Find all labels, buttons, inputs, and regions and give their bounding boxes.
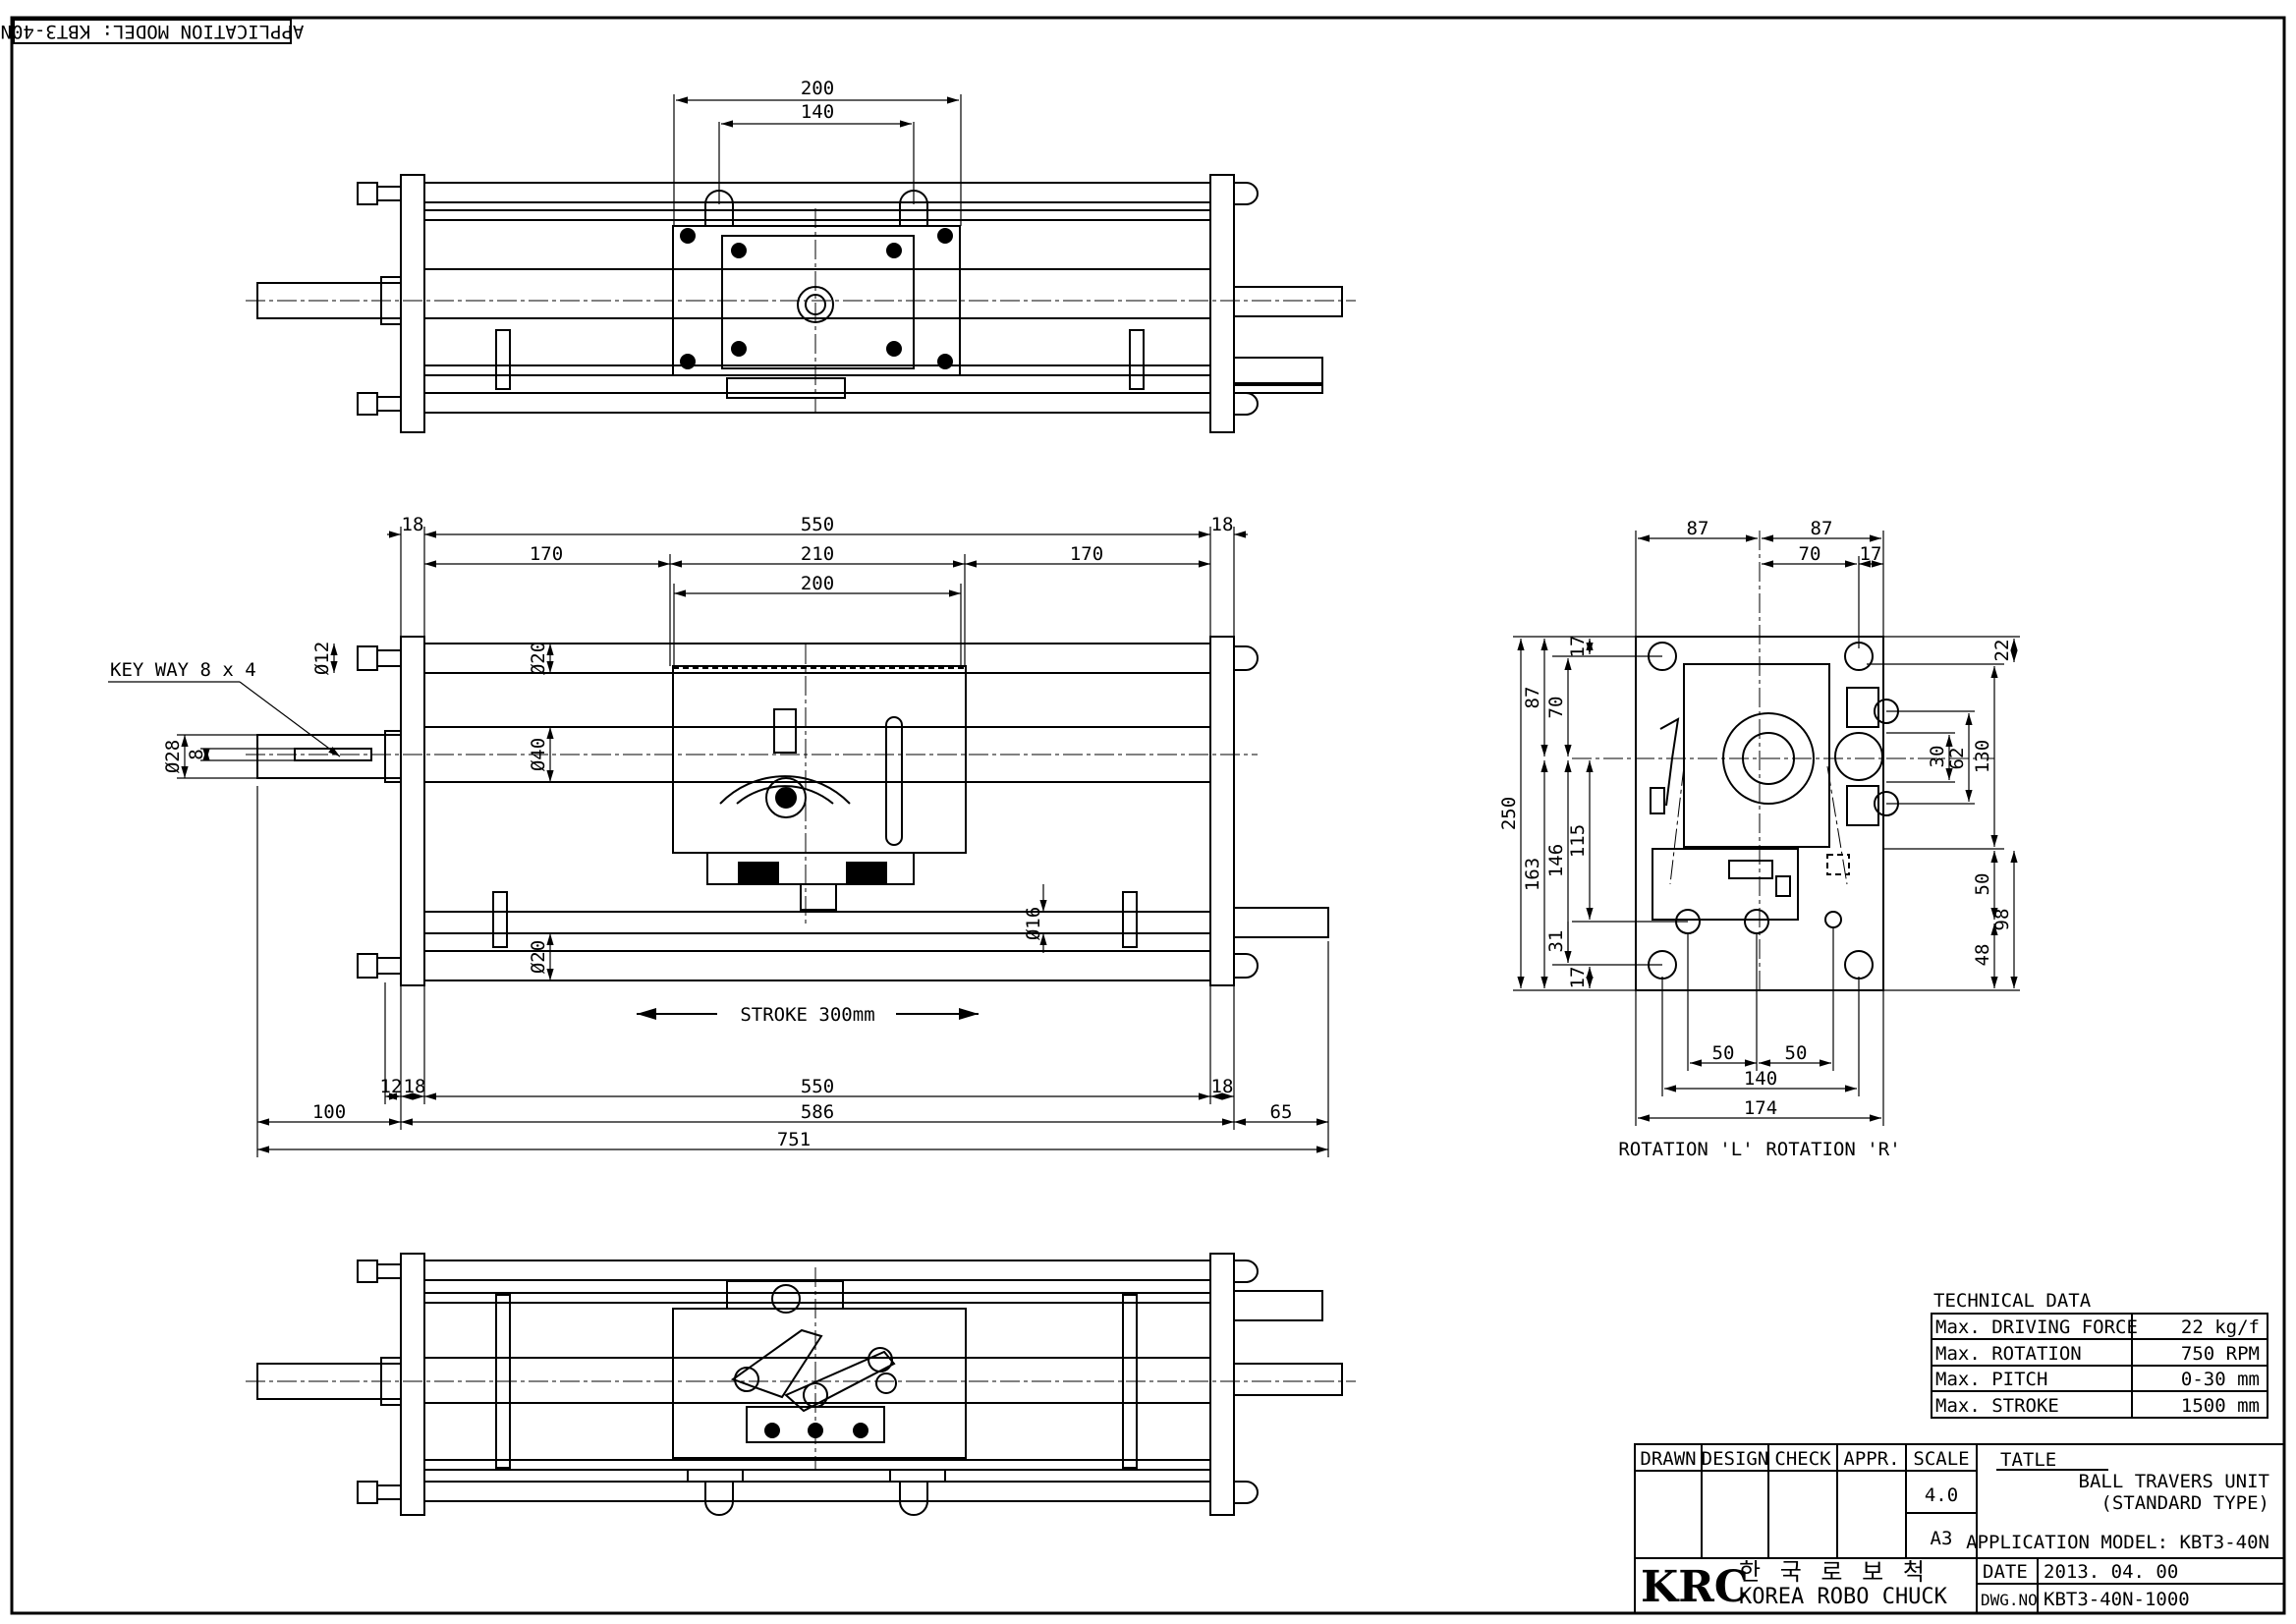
- tb-paper-size: A3: [1931, 1528, 1953, 1549]
- tb-korean-name: 한 국 로 보 척: [1739, 1558, 1931, 1586]
- side-dim-right-130: 130: [1972, 740, 1993, 773]
- krc-logo: KRC: [1641, 1562, 1749, 1612]
- side-dim-right-22: 22: [1991, 640, 2013, 662]
- front-dim-18-left: 18: [402, 514, 424, 535]
- front-dimension-lines: [108, 527, 1329, 1157]
- top-dim-140: 140: [801, 101, 834, 123]
- front-dim-phi12: Ø12: [311, 642, 333, 675]
- side-dim-right-48: 48: [1972, 944, 1993, 967]
- top-view-center-lines: [246, 208, 1356, 413]
- front-dim-phi28: Ø28: [162, 740, 184, 773]
- tb-company-name: KOREA ROBO CHUCK: [1739, 1585, 1948, 1609]
- tech-row-4-label: Max. STROKE: [1935, 1395, 2059, 1417]
- front-dim-210: 210: [801, 543, 834, 565]
- side-dim-right-62: 62: [1946, 748, 1968, 770]
- front-dim-bot-100: 100: [312, 1101, 346, 1123]
- bottom-view: [256, 1253, 1343, 1516]
- side-dim-bot-174: 174: [1744, 1097, 1777, 1119]
- side-dim-right-98: 98: [1991, 909, 2013, 931]
- front-dim-bot-18-right: 18: [1211, 1076, 1234, 1097]
- top-dim-200: 200: [801, 78, 834, 99]
- top-view-dimensions: [673, 94, 962, 226]
- front-view-center-lines: [246, 644, 1258, 924]
- banner-text: APPLICATION MODEL: KBT3-40N: [1, 21, 305, 42]
- tb-dwg-label: DWG.NO: [1981, 1591, 2038, 1609]
- side-view-center-lines: [1572, 531, 1994, 990]
- side-dim-left-163: 163: [1522, 858, 1543, 891]
- front-dim-phi20-top: Ø20: [528, 642, 549, 675]
- tech-row-1-value: 22 kg/f: [2181, 1316, 2260, 1338]
- front-dim-550: 550: [801, 514, 834, 535]
- rotation-l-label: ROTATION 'L': [1618, 1139, 1753, 1160]
- tb-tatle-label: TATLE: [2000, 1449, 2056, 1471]
- technical-data-title: TECHNICAL DATA: [1933, 1290, 2092, 1312]
- side-dim-87-right: 87: [1811, 518, 1833, 539]
- front-dim-bot-12: 12: [380, 1076, 403, 1097]
- rotation-r-label: ROTATION 'R': [1765, 1139, 1900, 1160]
- side-dim-left-87: 87: [1522, 687, 1543, 709]
- front-dim-170-right: 170: [1070, 543, 1103, 565]
- front-dim-bot-65: 65: [1270, 1101, 1293, 1123]
- tb-scale-value: 4.0: [1925, 1484, 1958, 1506]
- front-dim-170-left: 170: [530, 543, 563, 565]
- side-dim-bot-140: 140: [1744, 1068, 1777, 1090]
- front-dim-phi20-bottom: Ø20: [528, 940, 549, 974]
- side-dim-left-70: 70: [1545, 697, 1567, 719]
- front-dim-bot-18-left: 18: [404, 1076, 426, 1097]
- bottom-view-center-lines: [246, 1267, 1356, 1470]
- side-dim-left-31: 31: [1545, 930, 1567, 953]
- tech-row-2-value: 750 RPM: [2181, 1343, 2260, 1365]
- tech-row-1-label: Max. DRIVING FORCE: [1935, 1316, 2138, 1338]
- front-dim-phi40: Ø40: [528, 738, 549, 771]
- tb-title-line1: BALL TRAVERS UNIT: [2079, 1471, 2269, 1492]
- side-view: [1635, 636, 1899, 991]
- application-model-banner: APPLICATION MODEL: KBT3-40N: [1, 19, 305, 44]
- front-dim-200: 200: [801, 573, 834, 594]
- tb-header-check: CHECK: [1774, 1448, 1831, 1470]
- side-dim-87-left: 87: [1687, 518, 1709, 539]
- front-view: [256, 636, 1329, 986]
- side-dim-left-17-bot: 17: [1567, 967, 1589, 989]
- front-dim-8: 8: [186, 749, 207, 759]
- side-dim-bot-50-left: 50: [1712, 1042, 1735, 1064]
- front-dim-18-right: 18: [1211, 514, 1234, 535]
- tb-application: APPLICATION MODEL: KBT3-40N: [1966, 1532, 2269, 1553]
- side-dimension-lines: [1513, 531, 2020, 1126]
- tb-date-label: DATE: [1983, 1561, 2028, 1583]
- tb-dwg-value: KBT3-40N-1000: [2044, 1589, 2190, 1610]
- tb-header-design: DESIGN: [1702, 1448, 1769, 1470]
- tech-row-3-value: 0-30 mm: [2181, 1369, 2260, 1390]
- stroke-label: STROKE 300mm: [740, 1004, 874, 1026]
- title-block: [1634, 1443, 2285, 1614]
- side-dim-right-50: 50: [1972, 873, 1993, 896]
- side-dim-left-250: 250: [1498, 797, 1520, 830]
- tech-row-3-label: Max. PITCH: [1935, 1369, 2047, 1390]
- side-dim-70: 70: [1799, 543, 1821, 565]
- side-dim-bot-50-right: 50: [1785, 1042, 1808, 1064]
- side-dim-left-146: 146: [1545, 844, 1567, 877]
- tb-title-line2: (STANDARD TYPE): [2100, 1492, 2269, 1514]
- tech-row-4-value: 1500 mm: [2181, 1395, 2260, 1417]
- keyway-label: KEY WAY 8 x 4: [110, 659, 256, 681]
- front-dim-phi16: Ø16: [1023, 907, 1044, 940]
- technical-data-table: [1931, 1313, 2268, 1419]
- front-dim-bot-550: 550: [801, 1076, 834, 1097]
- sheet-border: [10, 16, 2286, 1615]
- tech-row-2-label: Max. ROTATION: [1935, 1343, 2082, 1365]
- tb-header-appr: APPR.: [1843, 1448, 1899, 1470]
- front-dim-bot-586: 586: [801, 1101, 834, 1123]
- tb-header-scale: SCALE: [1913, 1448, 1969, 1470]
- side-dim-right-30: 30: [1927, 746, 1948, 768]
- top-view: [256, 174, 1343, 433]
- side-dim-left-17-top: 17: [1567, 636, 1589, 658]
- tb-header-drawn: DRAWN: [1640, 1448, 1696, 1470]
- tb-date-value: 2013. 04. 00: [2044, 1561, 2178, 1583]
- side-dim-left-115: 115: [1567, 824, 1589, 858]
- front-dim-bot-751: 751: [777, 1129, 811, 1150]
- side-dim-17: 17: [1860, 543, 1882, 565]
